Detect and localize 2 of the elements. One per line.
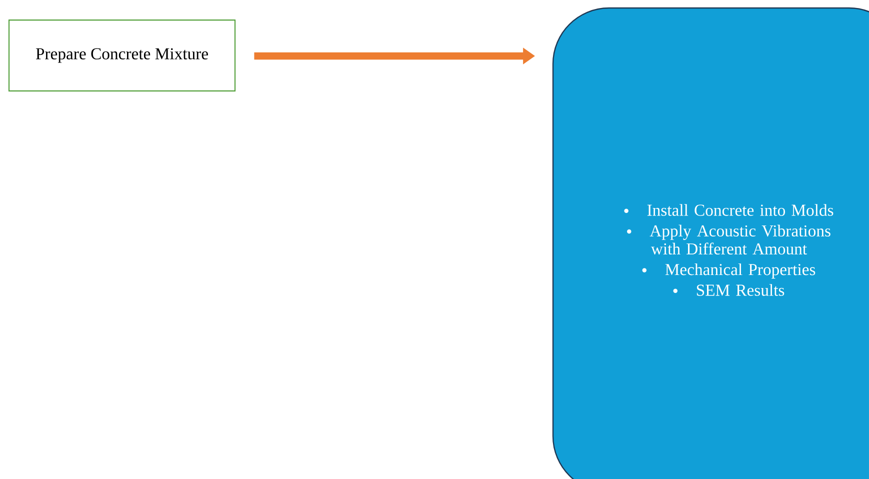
- process-box: Prepare Concrete Mixture: [8, 20, 236, 92]
- process-box: Install Concrete into Molds Apply Acoustic Vibrations with Different Amount Mechanical Properties SEM Results: [552, 7, 869, 479]
